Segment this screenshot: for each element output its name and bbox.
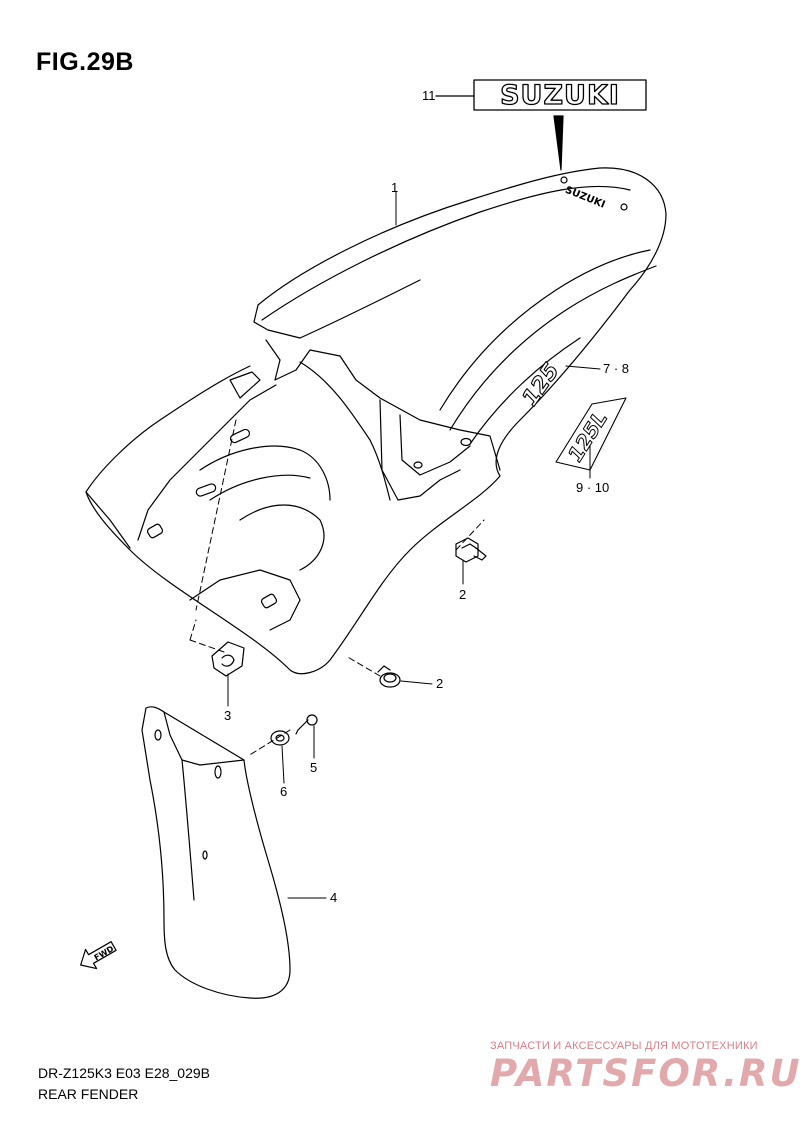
decal-placement-arrow (553, 115, 564, 171)
callout-9-10: 9 · 10 (576, 480, 610, 495)
callout-7-8: 7 · 8 (603, 361, 630, 376)
mudflap-part-4 (141, 706, 291, 999)
figure-name: REAR FENDER (38, 1086, 139, 1102)
callout-4: 4 (330, 890, 338, 905)
suzuki-decal: SUZUKI (473, 79, 647, 112)
rear-fender-part-1 (85, 167, 667, 675)
svg-text:125L: 125L (563, 407, 612, 466)
callout-6: 6 (280, 784, 288, 799)
fender-suzuki-decal: SUZUKI (563, 185, 606, 211)
callout-2-lower: 2 (436, 676, 444, 691)
suzuki-decal-text: SUZUKI (500, 80, 620, 111)
callout-5: 5 (310, 760, 318, 775)
watermark-brand: PARTSFOR.RU (490, 1052, 800, 1095)
emblem-decal-7-8: 125 (517, 358, 565, 411)
callout-1: 1 (391, 180, 399, 195)
watermark-subtitle: ЗАПЧАСТИ И АКСЕССУАРЫ ДЛЯ МОТОТЕХНИКИ (490, 1040, 758, 1052)
forward-direction-arrow: FWD (80, 941, 117, 970)
washer-part-6 (270, 730, 290, 746)
callout-2-upper: 2 (459, 587, 467, 602)
callout-3: 3 (224, 708, 232, 723)
assembly-dashed-lines (189, 419, 485, 757)
figure-title: FIG.29B (36, 48, 134, 76)
svg-text:125: 125 (518, 359, 565, 411)
screw-part-2-lower (377, 665, 401, 688)
bolt-part-2-upper (455, 537, 487, 563)
screw-part-5 (295, 714, 318, 735)
model-code: DR-Z125K3 E03 E28_029B (38, 1065, 210, 1081)
callout-11: 11 (422, 88, 436, 103)
leader-lines (227, 191, 601, 899)
clip-nut-part-3 (211, 641, 245, 677)
emblem-decal-9-10: 125L (555, 397, 627, 471)
